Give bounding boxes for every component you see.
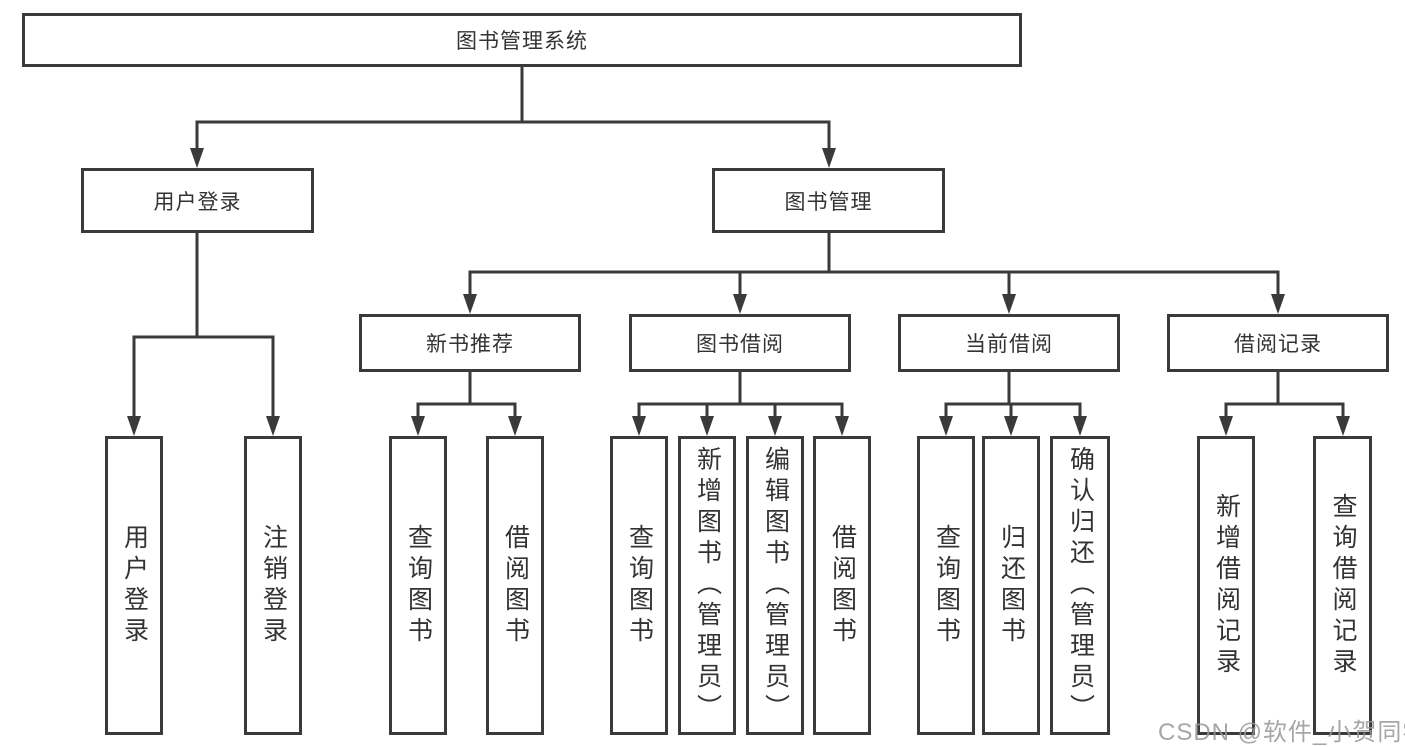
node-new-book-recommend-label: 新书推荐 bbox=[426, 333, 514, 356]
leaf-query-books-borrow: 查询图书 bbox=[610, 436, 668, 735]
node-user-login-label: 用户登录 bbox=[153, 190, 242, 214]
leaf-borrow-books: 借阅图书 bbox=[813, 436, 871, 735]
leaf-borrow-books-recommend-label: 借阅图书 bbox=[501, 523, 530, 648]
node-book-management-label: 图书管理 bbox=[784, 190, 873, 214]
leaf-borrow-books-recommend: 借阅图书 bbox=[486, 436, 544, 735]
leaf-user-login-label: 用户登录 bbox=[120, 523, 149, 648]
node-book-management: 图书管理 bbox=[712, 168, 945, 233]
leaf-return-books: 归还图书 bbox=[982, 436, 1040, 735]
node-root-label: 图书管理系统 bbox=[456, 30, 588, 53]
leaf-query-books-current-label: 查询图书 bbox=[932, 523, 961, 648]
leaf-user-login: 用户登录 bbox=[105, 436, 163, 735]
leaf-query-borrow-record-label: 查询借阅记录 bbox=[1329, 492, 1357, 679]
leaf-add-borrow-record: 新增借阅记录 bbox=[1197, 436, 1255, 735]
leaf-query-books-borrow-label: 查询图书 bbox=[625, 523, 654, 648]
node-root: 图书管理系统 bbox=[22, 13, 1022, 67]
csdn-watermark: CSDN @软件_小贺同学 bbox=[1158, 719, 1405, 746]
leaf-add-borrow-record-label: 新增借阅记录 bbox=[1212, 492, 1241, 679]
leaf-borrow-books-label: 借阅图书 bbox=[828, 523, 857, 648]
leaf-query-books-current: 查询图书 bbox=[917, 436, 975, 735]
leaf-logout: 注销登录 bbox=[244, 436, 302, 735]
node-book-borrow-label: 图书借阅 bbox=[696, 333, 784, 356]
leaf-query-borrow-record: 查询借阅记录 bbox=[1313, 436, 1372, 735]
leaf-add-books-admin-label: 新增图书（管理员） bbox=[693, 446, 722, 725]
leaf-query-books-recommend: 查询图书 bbox=[389, 436, 447, 735]
node-current-borrow: 当前借阅 bbox=[898, 314, 1120, 372]
node-new-book-recommend: 新书推荐 bbox=[359, 314, 581, 372]
leaf-query-books-recommend-label: 查询图书 bbox=[404, 523, 433, 648]
leaf-edit-books-admin-label: 编辑图书（管理员） bbox=[761, 446, 790, 725]
leaf-add-books-admin: 新增图书（管理员） bbox=[678, 436, 736, 735]
node-book-borrow: 图书借阅 bbox=[629, 314, 851, 372]
leaf-confirm-return-admin: 确认归还（管理员） bbox=[1050, 436, 1110, 735]
node-borrow-records-label: 借阅记录 bbox=[1234, 333, 1322, 356]
leaf-confirm-return-admin-label: 确认归还（管理员） bbox=[1066, 446, 1095, 725]
leaf-logout-label: 注销登录 bbox=[259, 523, 288, 648]
leaf-edit-books-admin: 编辑图书（管理员） bbox=[746, 436, 804, 735]
node-borrow-records: 借阅记录 bbox=[1167, 314, 1389, 372]
leaf-return-books-label: 归还图书 bbox=[997, 523, 1026, 648]
node-current-borrow-label: 当前借阅 bbox=[965, 333, 1053, 356]
node-user-login: 用户登录 bbox=[81, 168, 314, 233]
